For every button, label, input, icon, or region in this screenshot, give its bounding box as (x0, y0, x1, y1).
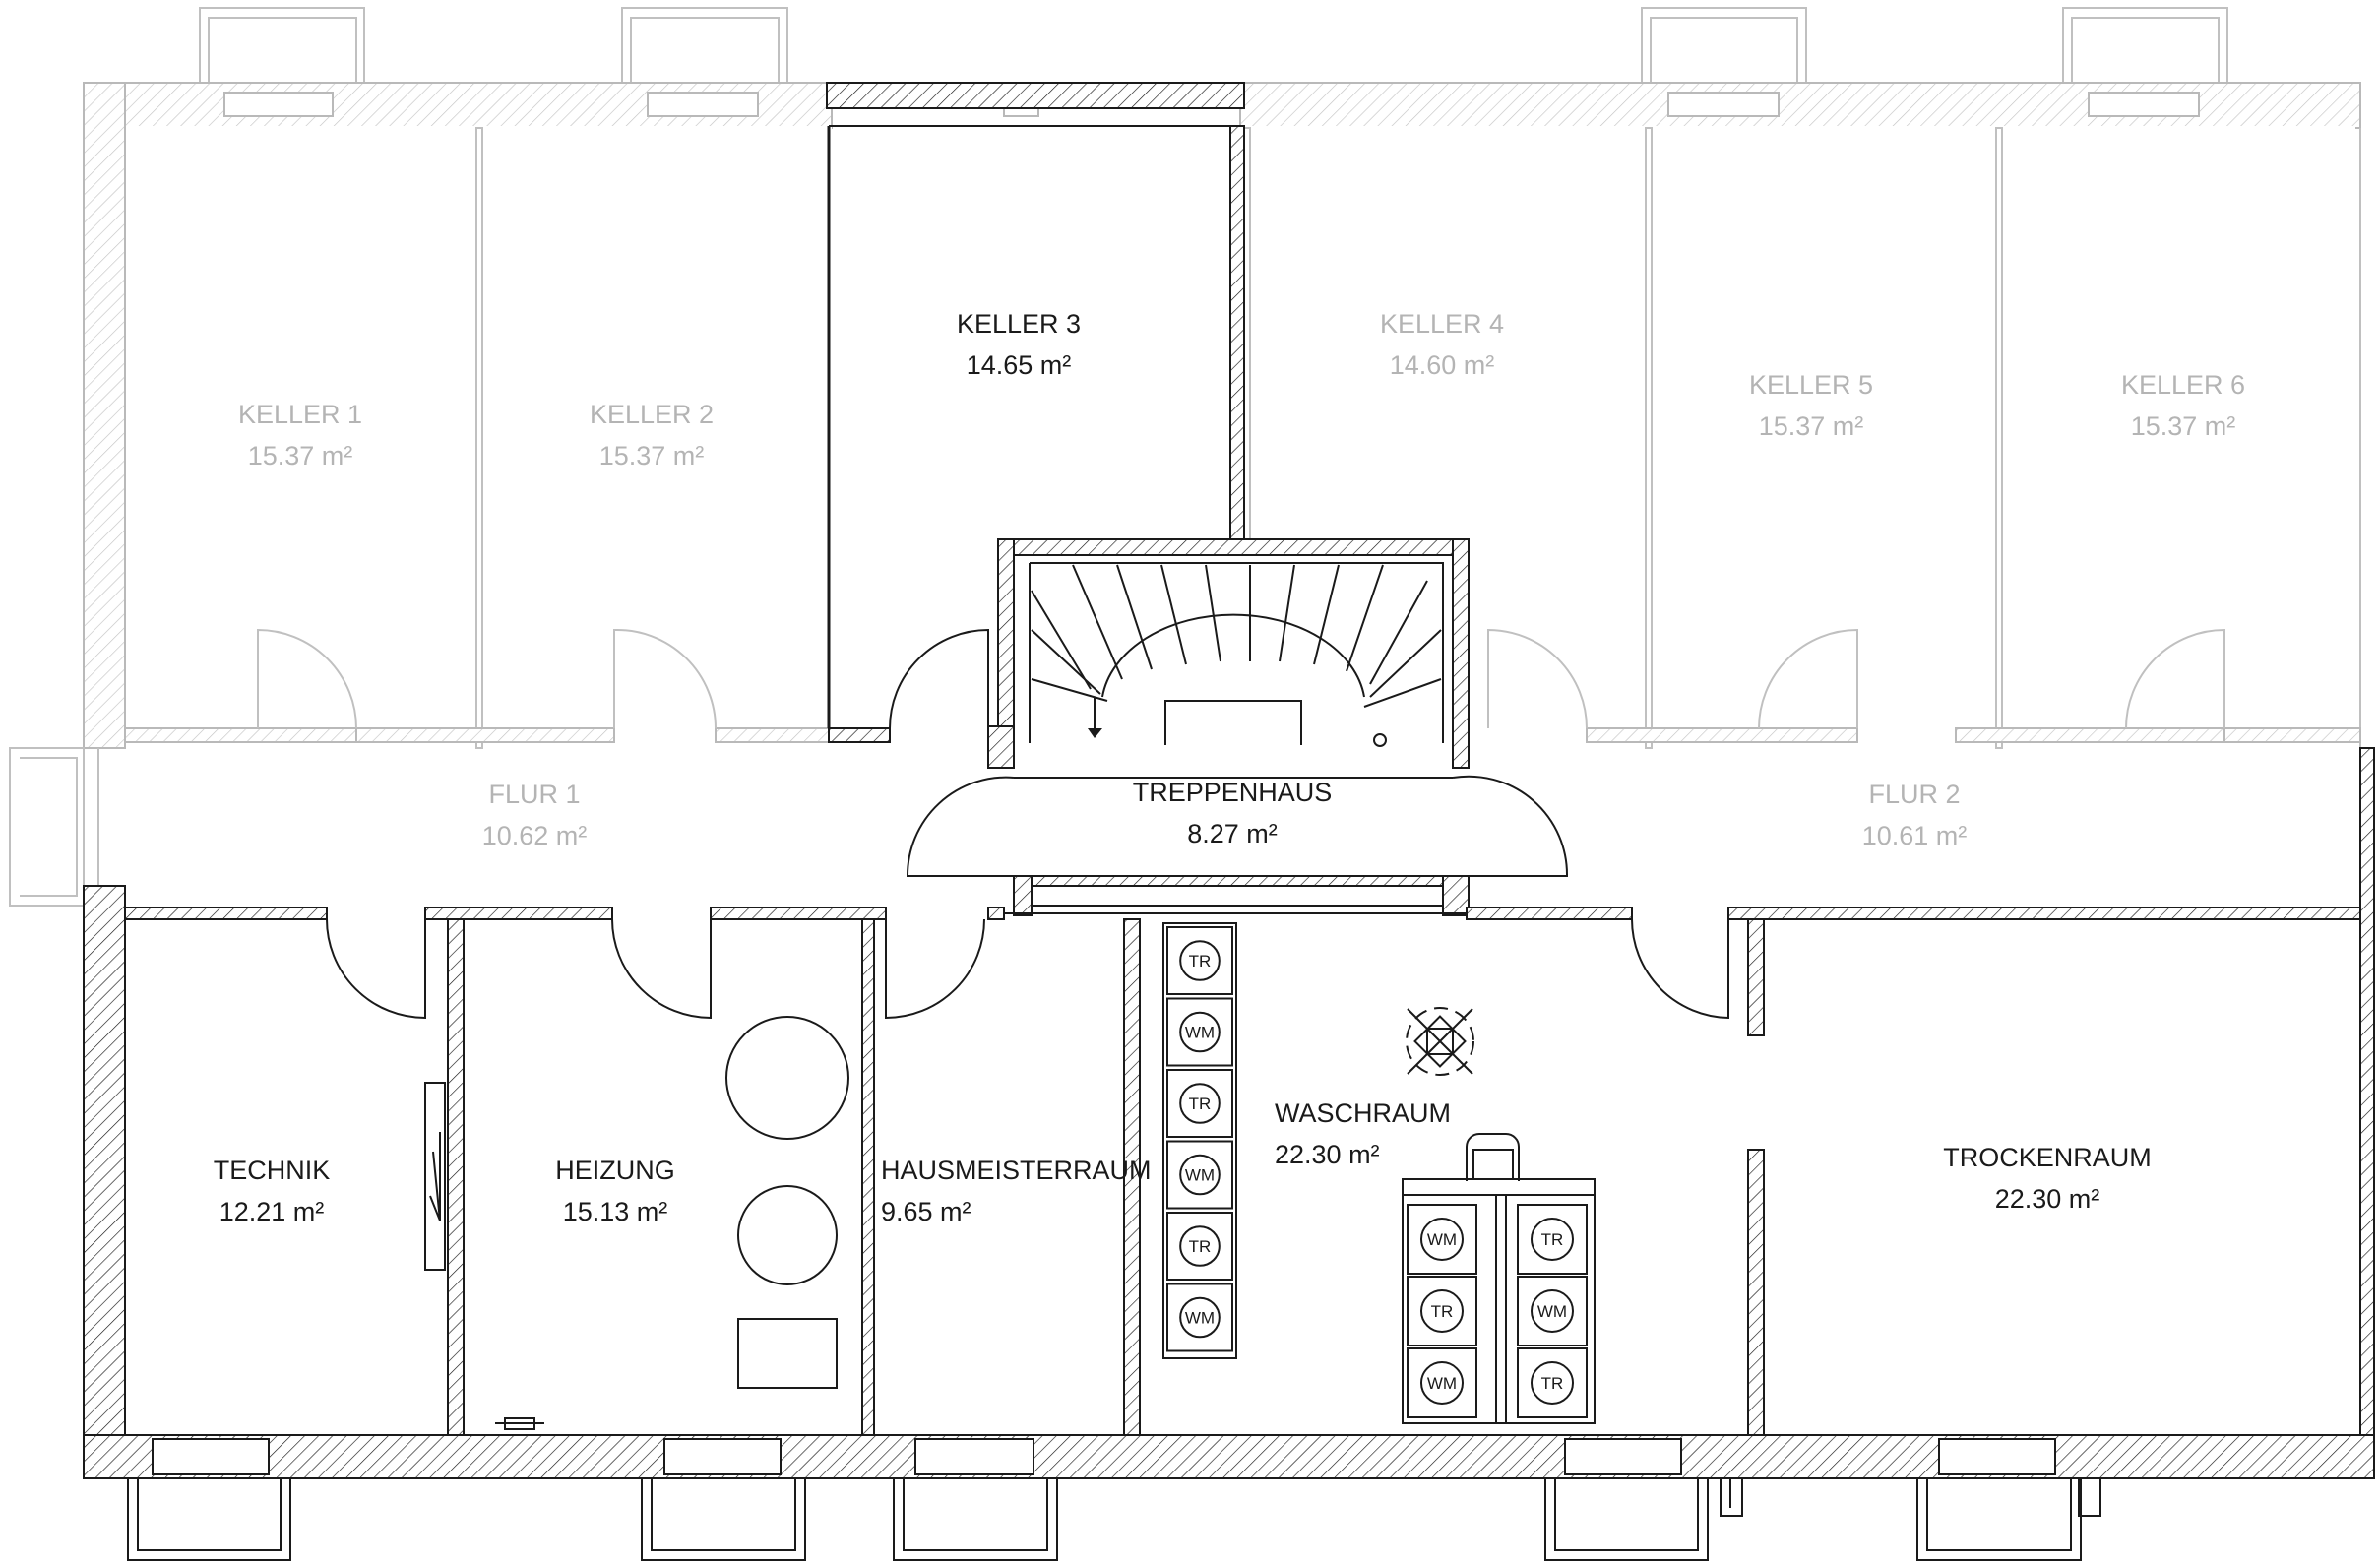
stair-tread (1072, 564, 1123, 680)
room-name-keller-5: KELLER 5 (1749, 370, 1873, 400)
stair-tread (1205, 564, 1221, 662)
room-area-keller-2: 15.37 m² (599, 441, 705, 470)
room-name-trockenraum: TROCKENRAUM (1943, 1143, 2152, 1172)
room-area-keller-6: 15.37 m² (2131, 411, 2236, 441)
washer-appliance: WM (1166, 1283, 1233, 1352)
dryer-appliance: TR (1517, 1204, 1588, 1275)
room-name-flur-1: FLUR 1 (488, 780, 580, 809)
appliance-grid-center: WM TR WM TR WM TR (1402, 1194, 1596, 1424)
room-area-keller-1: 15.37 m² (248, 441, 353, 470)
washer-appliance: WM (1166, 1140, 1233, 1210)
room-area-keller-5: 15.37 m² (1759, 411, 1864, 441)
room-name-flur-2: FLUR 2 (1868, 780, 1960, 809)
stair-tread (1346, 564, 1384, 672)
room-area-heizung: 15.13 m² (563, 1197, 668, 1226)
stair-tread (1031, 590, 1092, 690)
heizung-equipment (495, 1016, 849, 1430)
faded-walls (9, 7, 2361, 907)
room-name-hausmeisterraum: HAUSMEISTERRAUM (881, 1156, 1152, 1185)
stair-tread (1313, 564, 1340, 665)
washer-label: WM (1185, 1024, 1215, 1042)
stair-tread (1363, 678, 1442, 708)
washer-label: WM (1185, 1309, 1215, 1328)
washer-label: WM (1185, 1166, 1215, 1185)
dryer-appliance: TR (1166, 1069, 1233, 1138)
room-name-technik: TECHNIK (214, 1156, 331, 1185)
room-area-technik: 12.21 m² (219, 1197, 325, 1226)
room-name-keller-2: KELLER 2 (590, 400, 714, 429)
dryer-label: TR (1189, 1095, 1212, 1113)
room-area-hausmeisterraum: 9.65 m² (881, 1197, 971, 1226)
washer-appliance: WM (1166, 997, 1233, 1067)
room-area-flur-1: 10.62 m² (482, 821, 588, 850)
dark-walls (83, 82, 2375, 1561)
boiler-tank-2 (737, 1185, 838, 1285)
dryer-appliance: TR (1407, 1276, 1477, 1346)
stair-tread (1369, 629, 1442, 698)
stair-tread (1031, 629, 1101, 695)
room-name-heizung: HEIZUNG (555, 1156, 675, 1185)
washer-label: WM (1427, 1230, 1457, 1249)
washer-label: WM (1427, 1374, 1457, 1393)
dryer-appliance: TR (1517, 1347, 1588, 1418)
heating-unit (737, 1318, 838, 1389)
down-arrow-icon (1088, 728, 1102, 738)
stair-tread (1369, 580, 1428, 685)
room-name-waschraum: WASCHRAUM (1275, 1098, 1451, 1128)
dryer-label: TR (1541, 1230, 1564, 1249)
room-name-keller-1: KELLER 1 (238, 400, 362, 429)
technik-panel (429, 1132, 441, 1221)
drying-rack-icon (1406, 1007, 1474, 1076)
dryer-appliance: TR (1166, 926, 1233, 995)
room-labels: KELLER 1 15.37 m² KELLER 2 15.37 m² KELLER 3… (214, 309, 2245, 1226)
room-area-flur-2: 10.61 m² (1862, 821, 1968, 850)
room-area-treppenhaus: 8.27 m² (1187, 819, 1278, 848)
washer-appliance: WM (1517, 1276, 1588, 1346)
washer-appliance: WM (1407, 1204, 1477, 1275)
room-name-treppenhaus: TREPPENHAUS (1133, 778, 1333, 807)
dryer-label: TR (1431, 1302, 1454, 1321)
stair-tread (1279, 564, 1295, 662)
washer-label: WM (1537, 1302, 1567, 1321)
electric-symbol-icon (429, 1132, 441, 1221)
room-name-keller-3: KELLER 3 (957, 309, 1081, 339)
room-area-trockenraum: 22.30 m² (1995, 1184, 2100, 1214)
room-area-waschraum: 22.30 m² (1275, 1140, 1380, 1169)
appliance-column-left: TR WM TR WM TR WM (1162, 922, 1237, 1359)
room-name-keller-6: KELLER 6 (2121, 370, 2245, 400)
room-area-keller-4: 14.60 m² (1390, 350, 1495, 380)
room-area-keller-3: 14.65 m² (967, 350, 1072, 380)
dryer-label: TR (1189, 952, 1212, 970)
dryer-appliance: TR (1166, 1212, 1233, 1281)
washer-appliance: WM (1407, 1347, 1477, 1418)
boiler-tank-1 (725, 1016, 849, 1140)
dryer-label: TR (1189, 1237, 1212, 1256)
room-name-keller-4: KELLER 4 (1380, 309, 1504, 339)
stair-tread (1160, 564, 1187, 665)
stair-tread (1116, 564, 1153, 670)
dryer-label: TR (1541, 1374, 1564, 1393)
stairs (1031, 564, 1442, 747)
